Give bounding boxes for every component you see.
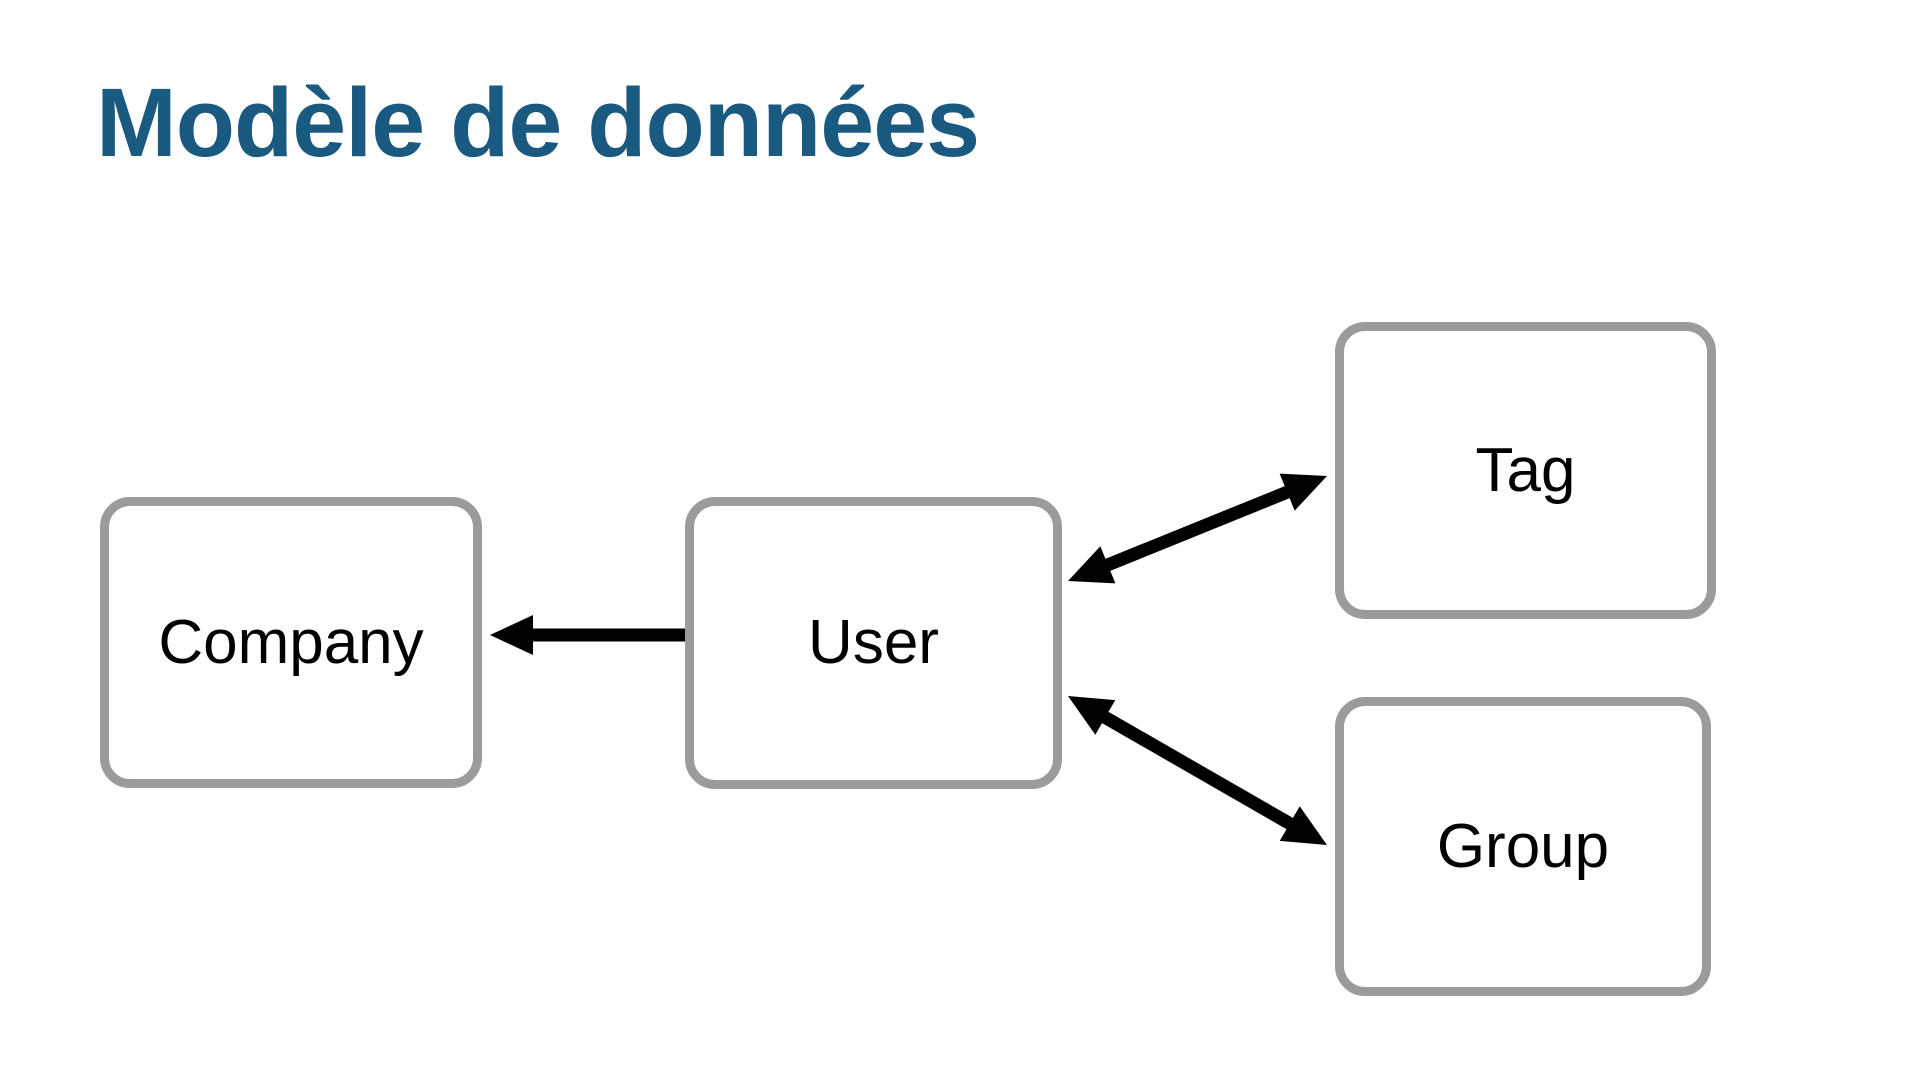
arrowhead-icon xyxy=(1068,696,1116,735)
node-company: Company xyxy=(100,497,482,788)
edge-user-group xyxy=(1068,696,1327,845)
node-tag-label: Tag xyxy=(1475,435,1576,505)
edge-user-to-company xyxy=(490,615,687,655)
node-company-label: Company xyxy=(158,607,424,677)
node-tag: Tag xyxy=(1335,322,1716,619)
edge-shaft xyxy=(1096,708,1299,833)
arrowhead-icon xyxy=(490,615,533,655)
edge-user-tag xyxy=(1068,473,1327,584)
arrowhead-icon xyxy=(1279,473,1327,511)
node-group-label: Group xyxy=(1436,811,1610,881)
arrowhead-icon xyxy=(1279,806,1327,845)
slide-title: Modèle de données xyxy=(96,68,980,177)
edge-shaft xyxy=(1099,483,1296,574)
node-user: User xyxy=(685,497,1062,789)
node-user-label: User xyxy=(808,608,939,677)
node-group: Group xyxy=(1335,697,1711,996)
arrowhead-icon xyxy=(1068,546,1116,584)
